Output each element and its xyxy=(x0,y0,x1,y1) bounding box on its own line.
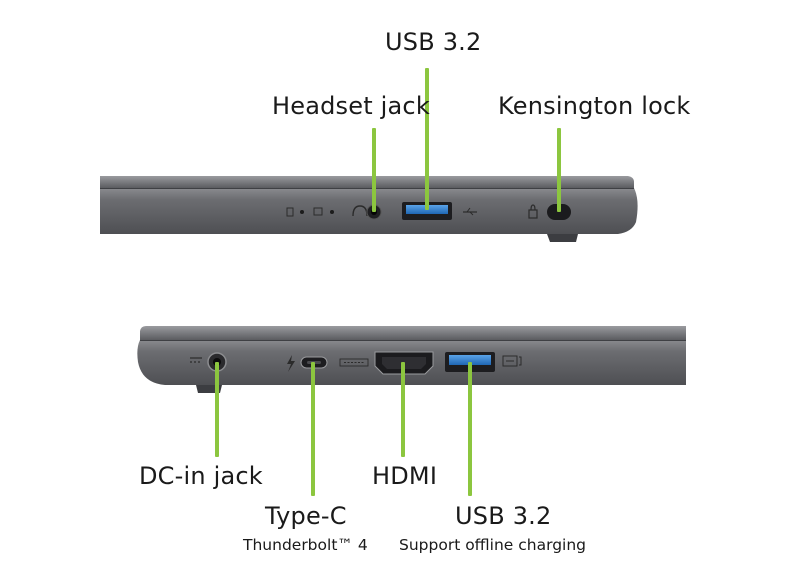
rubber-foot xyxy=(547,234,578,242)
kensington-slot xyxy=(547,204,571,220)
lock-icon xyxy=(528,204,538,219)
led-indicators xyxy=(286,207,334,217)
type-c-label: Type-C xyxy=(265,502,347,530)
offline-charging-sublabel: Support offline charging xyxy=(399,536,587,554)
lid-top xyxy=(140,326,686,340)
dcin-lead-line xyxy=(215,362,219,457)
usb-left-lead-line xyxy=(468,362,472,496)
usb-port-left-insert xyxy=(449,355,491,365)
usb-right-lead-line xyxy=(425,68,429,210)
typec-lead-line xyxy=(311,362,315,496)
laptop-right-side xyxy=(100,176,638,242)
thunderbolt-icon xyxy=(287,355,295,372)
lid-top xyxy=(100,176,634,188)
usb-left-label: USB 3.2 xyxy=(455,502,552,530)
headset-icon xyxy=(352,205,368,217)
hdmi-lead-line xyxy=(401,362,405,457)
usb-right-label: USB 3.2 xyxy=(385,28,482,56)
kensington-lead-line xyxy=(557,128,561,212)
headset-jack-label: Headset jack xyxy=(272,92,430,120)
laptop-left-side xyxy=(137,326,687,393)
usb-charging-icon xyxy=(502,355,522,367)
dc-in-jack-label: DC-in jack xyxy=(139,462,263,490)
thunderbolt-sublabel: Thunderbolt™ 4 xyxy=(243,536,368,554)
kensington-lock-label: Kensington lock xyxy=(498,92,691,120)
headset-lead-line xyxy=(372,128,376,212)
dc-icon xyxy=(190,357,202,363)
hdmi-icon xyxy=(339,358,369,367)
hdmi-label: HDMI xyxy=(372,462,438,490)
usb-icon xyxy=(463,207,477,216)
